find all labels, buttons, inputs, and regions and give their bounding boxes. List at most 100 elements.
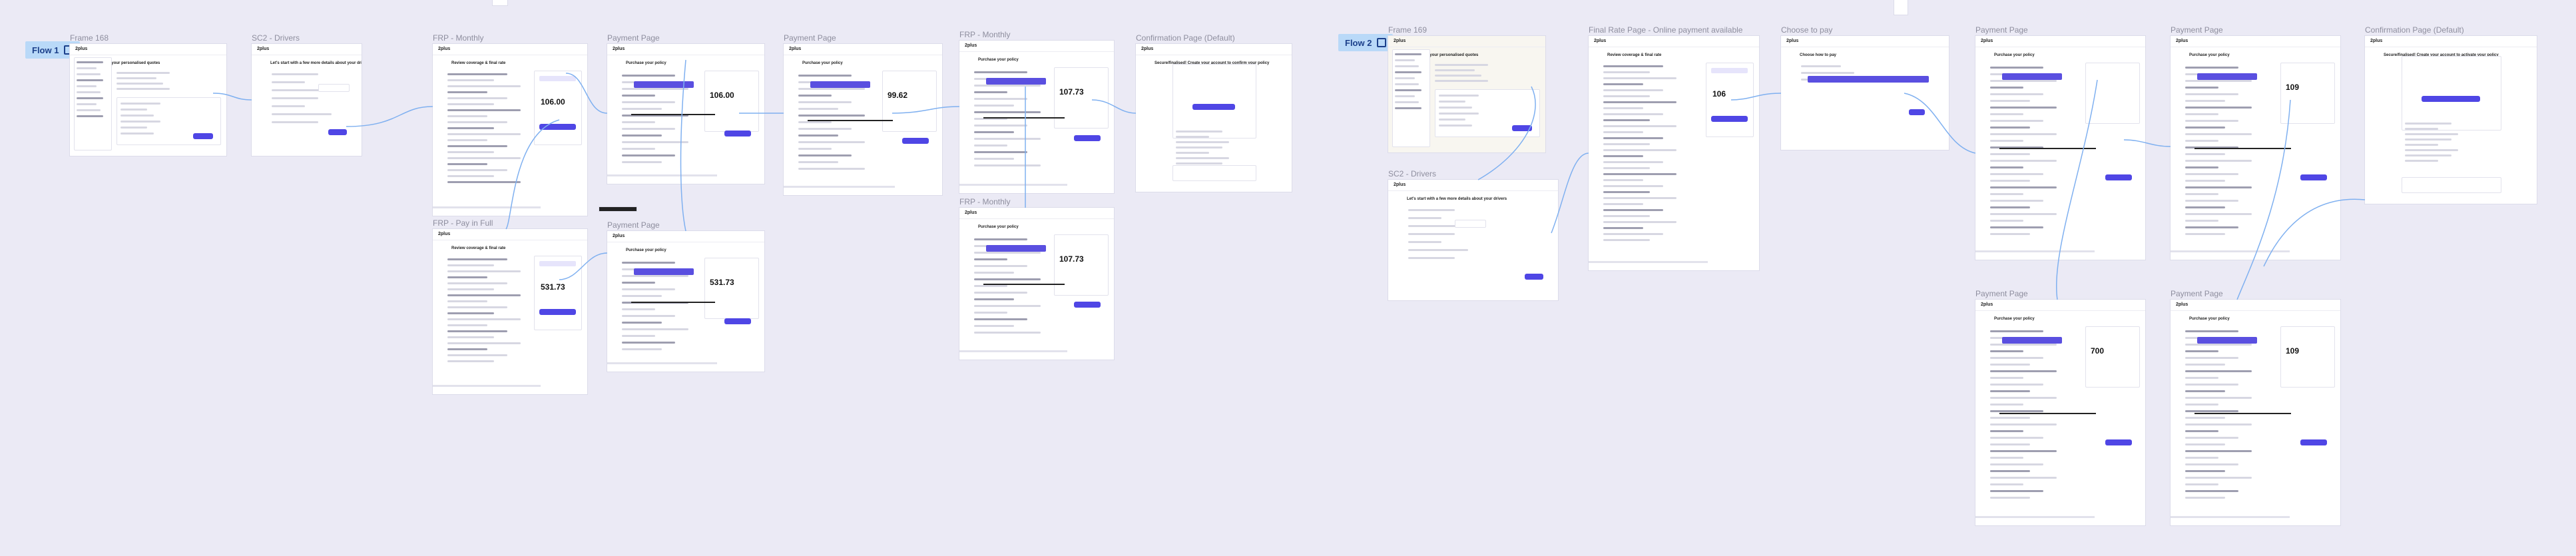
frame-title[interactable]: Confirmation Page (Default): [1136, 33, 1235, 43]
selected-option[interactable]: [634, 81, 694, 88]
page-heading: Hi, here are your personalised quotes: [89, 61, 160, 65]
selected-option[interactable]: [986, 78, 1046, 85]
flow-2-label[interactable]: Flow 2: [1338, 34, 1394, 51]
text-placeholder: [1176, 131, 1222, 133]
frame-title[interactable]: Payment Page: [2171, 289, 2223, 298]
buy-button[interactable]: [2300, 439, 2327, 445]
frame-title[interactable]: FRP - Monthly: [433, 33, 484, 43]
frame-title[interactable]: SC2 - Drivers: [1388, 169, 1437, 178]
text-placeholder: [1603, 173, 1676, 175]
selected-option[interactable]: [2002, 337, 2062, 344]
driver-input[interactable]: [1455, 220, 1486, 228]
payment-toggle[interactable]: [1711, 68, 1748, 73]
buy-button[interactable]: [724, 131, 751, 137]
text-placeholder: [1603, 191, 1650, 193]
text-placeholder: [1395, 59, 1415, 61]
text-placeholder: [622, 121, 655, 123]
text-placeholder: [1176, 152, 1209, 154]
text-placeholder: [1603, 83, 1643, 85]
text-placeholder: [974, 164, 1041, 166]
frame-title[interactable]: Payment Page: [1975, 25, 2028, 35]
frame-title[interactable]: Payment Page: [2171, 25, 2223, 35]
frame-title[interactable]: Frame 169: [1388, 25, 1427, 35]
payment-toggle[interactable]: [539, 261, 576, 266]
buy-button[interactable]: [2300, 174, 2327, 180]
selected-option[interactable]: [2197, 73, 2257, 80]
floating-component: [1894, 0, 1908, 15]
text-placeholder: [1603, 239, 1650, 241]
frame-title[interactable]: Payment Page: [607, 33, 660, 43]
buy-button[interactable]: [2105, 439, 2132, 445]
buy-button[interactable]: [724, 318, 751, 324]
continue-button[interactable]: [1909, 109, 1925, 115]
buy-button[interactable]: [1074, 302, 1101, 308]
frame-header: 2plus: [607, 44, 764, 55]
text-placeholder: [1990, 357, 2043, 359]
frame-title[interactable]: Payment Page: [1975, 289, 2028, 298]
select-quote-button[interactable]: [1512, 125, 1532, 131]
text-placeholder: [622, 115, 688, 117]
text-placeholder: [1990, 390, 2030, 392]
text-placeholder: [2185, 107, 2252, 109]
create-account-button[interactable]: [1192, 104, 1235, 110]
payment-toggle[interactable]: [539, 76, 576, 81]
next-button[interactable]: [328, 129, 347, 135]
frame-title[interactable]: Confirmation Page (Default): [2365, 25, 2464, 35]
continue-button[interactable]: [539, 124, 576, 130]
buy-button[interactable]: [1074, 135, 1101, 141]
next-button[interactable]: [1525, 274, 1543, 280]
continue-button[interactable]: [539, 309, 576, 315]
text-placeholder: [2185, 457, 2218, 459]
continue-button[interactable]: [1711, 116, 1748, 122]
selected-option[interactable]: [2197, 337, 2257, 344]
pay-option-selected[interactable]: [1808, 76, 1929, 83]
create-account-button[interactable]: [2422, 96, 2480, 102]
frame-title[interactable]: Payment Page: [784, 33, 836, 43]
driver-input[interactable]: [318, 84, 350, 92]
text-placeholder: [1435, 64, 1488, 66]
frame-title[interactable]: Frame 168: [70, 33, 109, 43]
section-divider: [2194, 148, 2291, 149]
brand-logo: 2plus: [438, 232, 451, 236]
selected-option[interactable]: [634, 268, 694, 275]
selected-option[interactable]: [810, 81, 870, 88]
frame-title[interactable]: Choose to pay: [1781, 25, 1833, 35]
select-quote-button[interactable]: [193, 133, 213, 139]
text-placeholder: [974, 144, 1007, 146]
buy-button[interactable]: [902, 138, 929, 144]
text-placeholder: [1435, 80, 1488, 82]
text-placeholder: [622, 322, 662, 324]
frame-title[interactable]: FRP - Monthly: [959, 30, 1011, 39]
frame-title[interactable]: FRP - Pay in Full: [433, 218, 493, 228]
text-placeholder: [1176, 136, 1209, 138]
selected-option[interactable]: [986, 245, 1046, 252]
frame-title[interactable]: FRP - Monthly: [959, 197, 1011, 206]
frame-title[interactable]: Final Rate Page - Online payment availab…: [1589, 25, 1743, 35]
frame-title[interactable]: SC2 - Drivers: [252, 33, 300, 43]
buy-button[interactable]: [2105, 174, 2132, 180]
text-placeholder: [2185, 200, 2238, 202]
price-amount: 700: [2091, 346, 2105, 356]
frame-title[interactable]: Payment Page: [607, 220, 660, 230]
selected-option[interactable]: [2002, 73, 2062, 80]
